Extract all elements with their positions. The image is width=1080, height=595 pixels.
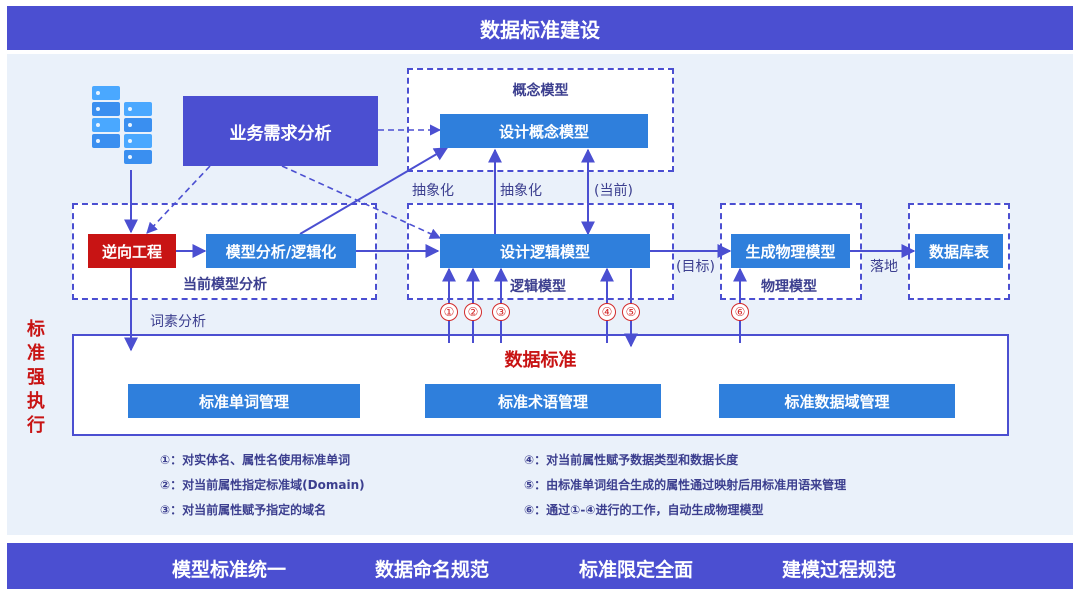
edge-label-abstract: 抽象化 <box>500 183 542 199</box>
logical-group-label: 逻辑模型 <box>510 279 566 295</box>
marker-2: ② <box>464 303 482 321</box>
footer-item: 建模过程规范 <box>782 559 897 581</box>
gen-physical-node: 生成物理模型 <box>731 234 850 268</box>
marker-6: ⑥ <box>731 303 749 321</box>
footer-item: 数据命名规范 <box>375 559 490 581</box>
business-analysis-node: 业务需求分析 <box>183 96 378 166</box>
standard-word-management: 标准单词管理 <box>128 384 360 418</box>
edge-label-landing: 落地 <box>870 259 898 275</box>
footer-item: 模型标准统一 <box>172 559 287 581</box>
physical-group-label: 物理模型 <box>761 279 817 295</box>
page-title: 数据标准建设 <box>480 17 600 42</box>
side-label-char: 准 <box>27 343 45 364</box>
edge-label-current: (当前) <box>594 183 633 199</box>
model-analysis-node: 模型分析/逻辑化 <box>206 234 356 268</box>
data-standards-title: 数据标准 <box>504 350 577 371</box>
note-3: ③：对当前属性赋予指定的域名 <box>160 503 327 517</box>
side-label-char: 强 <box>27 367 45 388</box>
design-logical-node: 设计逻辑模型 <box>440 234 650 268</box>
footer-item: 标准限定全面 <box>579 559 694 581</box>
current-group-label: 当前模型分析 <box>183 277 267 293</box>
side-label-char: 执 <box>27 391 45 412</box>
note-4: ④：对当前属性赋予数据类型和数据长度 <box>524 453 739 467</box>
side-label-char: 标 <box>27 319 45 340</box>
marker-1: ① <box>440 303 458 321</box>
footer-banner: 模型标准统一 数据命名规范 标准限定全面 建模过程规范 <box>7 543 1073 589</box>
note-1: ①：对实体名、属性名使用标准单词 <box>160 453 351 467</box>
server-stack-icon <box>88 84 158 170</box>
note-2: ②：对当前属性指定标准域(Domain) <box>160 478 365 492</box>
design-concept-node: 设计概念模型 <box>440 114 648 148</box>
note-6: ⑥：通过①-④进行的工作，自动生成物理模型 <box>524 503 764 517</box>
note-5: ⑤：由标准单词组合生成的属性通过映射后用标准用语来管理 <box>524 478 847 492</box>
concept-group-label: 概念模型 <box>512 83 569 99</box>
db-table-node: 数据库表 <box>915 234 1003 268</box>
reverse-engineering-node: 逆向工程 <box>88 234 176 268</box>
header-banner: 数据标准建设 <box>7 6 1073 50</box>
standard-domain-management: 标准数据域管理 <box>719 384 955 418</box>
side-label: 标 准 强 执 行 <box>25 318 47 438</box>
standard-term-management: 标准术语管理 <box>425 384 661 418</box>
edge-label-target: (目标) <box>676 259 715 275</box>
marker-4: ④ <box>598 303 616 321</box>
edge-label-abstract: 抽象化 <box>412 183 454 199</box>
side-label-char: 行 <box>27 415 45 436</box>
marker-3: ③ <box>492 303 510 321</box>
marker-5: ⑤ <box>622 303 640 321</box>
edge-label-lexical: 词素分析 <box>150 314 206 330</box>
